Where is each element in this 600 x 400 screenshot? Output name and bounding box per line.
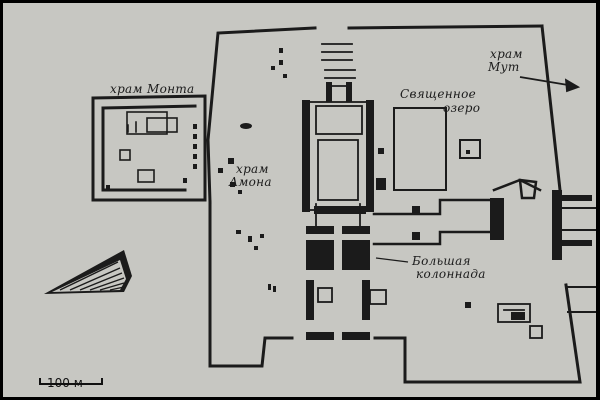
sacred-lake xyxy=(393,107,481,191)
label-sacred-lake-line2: озеро xyxy=(443,101,481,115)
temple-plan xyxy=(39,24,596,385)
montu-blocks xyxy=(106,124,197,189)
scale-label: 100 м xyxy=(47,376,83,390)
amun-temple-solid xyxy=(218,48,374,214)
montu-temple xyxy=(119,111,178,183)
label-montu-line2: Монта xyxy=(147,82,195,96)
montu-enclosure-wall xyxy=(91,94,207,202)
scale-bar xyxy=(39,378,103,385)
eastern-pylons xyxy=(372,178,542,246)
label-mut-line2: Мут xyxy=(488,60,520,74)
map-paper: храм Монта храм Амона храм Мут Священное… xyxy=(3,3,596,397)
label-mut-line1: храм xyxy=(490,47,523,61)
arrow-right-icon xyxy=(519,76,581,93)
lake-blocks xyxy=(376,148,470,190)
north-arrow-icon xyxy=(44,250,132,294)
mut-gate xyxy=(559,207,596,313)
label-colonnade-line1: Большая xyxy=(412,254,471,268)
amun-temple xyxy=(307,43,369,211)
label-sacred-lake-line1: Священное xyxy=(400,87,477,101)
label-amun-line2: Амона xyxy=(229,175,272,189)
amun-enclosure-wall xyxy=(206,24,582,384)
colonnade-leader xyxy=(375,257,409,263)
label-amun-line1: храм xyxy=(236,162,269,176)
southern-axis xyxy=(315,203,387,305)
label-montu-line1: храм xyxy=(110,82,143,96)
southern-pylons xyxy=(306,226,370,340)
label-colonnade-line2: колоннада xyxy=(416,267,486,281)
southeast-temples xyxy=(497,303,543,339)
eastern-blocks xyxy=(412,190,592,260)
scattered-stones xyxy=(236,123,276,292)
